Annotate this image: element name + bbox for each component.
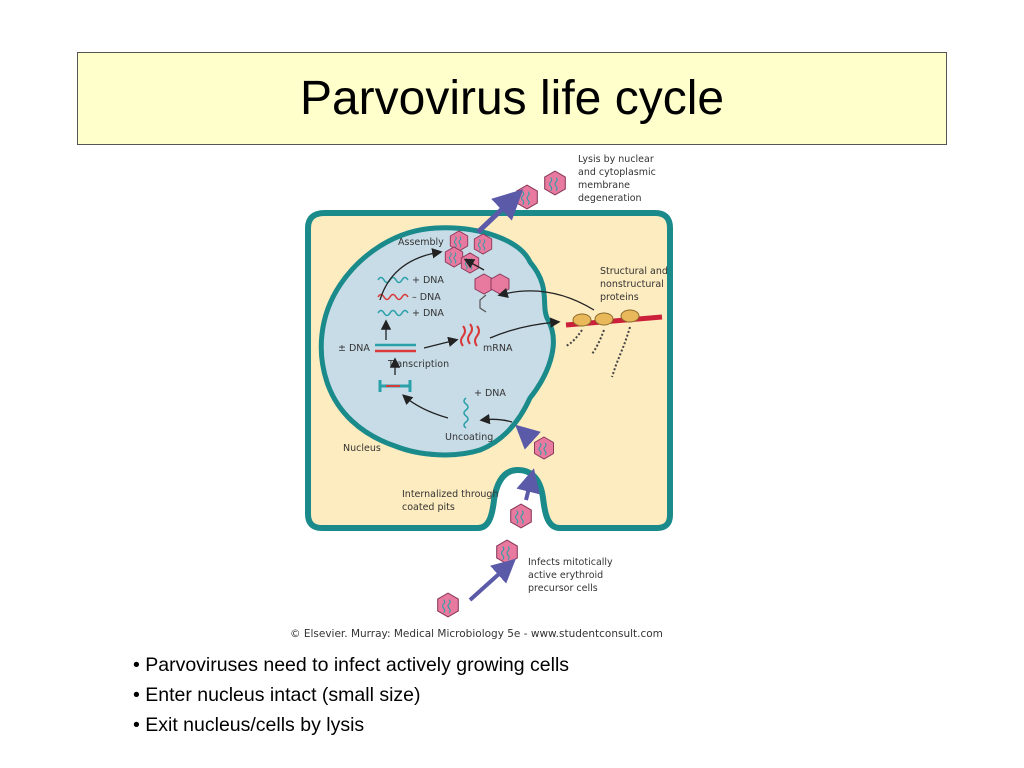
hairpin-dna-icon: [378, 380, 412, 392]
nucleus-label: Nucleus: [343, 443, 381, 454]
virion-icon: [437, 592, 459, 618]
empty-capsid-icon-2: [490, 273, 510, 295]
coiled-dna-icon: [463, 397, 469, 429]
lysis-label: Lysis by nuclear and cytoplasmic membran…: [578, 154, 656, 204]
capsid-fragment-icon: [479, 294, 487, 313]
bullet-item: • Enter nucleus intact (small size): [133, 684, 421, 706]
mrna-label: mRNA: [483, 343, 513, 354]
svg-text:coated pits: coated pits: [402, 502, 455, 513]
bullet-list: • Parvoviruses need to infect actively g…: [133, 650, 569, 740]
svg-text:Internalized through: Internalized through: [402, 489, 498, 500]
transcription-label: Transcription: [387, 359, 449, 370]
virion-icon: [510, 503, 532, 529]
plus-dna-coil-icon: [377, 276, 409, 284]
svg-text:membrane: membrane: [578, 180, 630, 191]
plus-dna-label-1: + DNA: [412, 275, 444, 286]
minus-dna-coil-icon: [377, 293, 409, 301]
virus-movement-arrows: [468, 189, 541, 602]
structural-proteins-label: Structural and nonstructural proteins: [600, 266, 668, 303]
svg-text:Lysis by nuclear: Lysis by nuclear: [578, 154, 654, 165]
svg-text:nonstructural: nonstructural: [600, 279, 664, 290]
empty-capsid-icon: [474, 273, 494, 295]
svg-text:Infects mitotically: Infects mitotically: [528, 557, 613, 568]
virion-icon: [516, 184, 538, 210]
slide-title: Parvovirus life cycle: [299, 72, 725, 125]
svg-text:degeneration: degeneration: [578, 193, 642, 204]
svg-text:and cytoplasmic: and cytoplasmic: [578, 167, 656, 178]
svg-text:active erythroid: active erythroid: [528, 570, 603, 581]
virion-icon: [460, 252, 480, 274]
minus-dna-label: – DNA: [412, 292, 441, 303]
virion-icon: [444, 246, 464, 268]
virion-icon: [473, 233, 493, 255]
infects-label: Infects mitotically active erythroid pre…: [528, 557, 613, 594]
plus-dna-label-2: + DNA: [412, 308, 444, 319]
internalized-label: Internalized through coated pits: [402, 489, 498, 513]
title-box: Parvovirus life cycle: [77, 52, 947, 145]
process-arrows: [379, 248, 595, 425]
bullet-item: • Parvoviruses need to infect actively g…: [133, 654, 570, 676]
virion-icon: [544, 170, 566, 196]
svg-text:precursor cells: precursor cells: [528, 583, 598, 594]
uncoating-label: Uncoating: [445, 432, 493, 443]
pm-dna-label: ± DNA: [338, 343, 370, 354]
virion-icon: [534, 436, 554, 460]
plus-dna-label-3: + DNA: [474, 388, 506, 399]
ds-dna-icon: [375, 343, 416, 353]
credit-line: © Elsevier. Murray: Medical Microbiology…: [290, 628, 663, 640]
protein-synthesis-icon: [565, 309, 663, 378]
bullet-item: • Exit nucleus/cells by lysis: [133, 714, 365, 736]
assembly-label: Assembly: [398, 237, 444, 248]
nucleus: [318, 225, 556, 458]
mrna-icon: [460, 323, 480, 347]
svg-text:proteins: proteins: [600, 292, 639, 303]
svg-text:Structural and: Structural and: [600, 266, 668, 277]
plus-dna-coil-icon-2: [377, 309, 409, 317]
virion-icon: [496, 539, 518, 565]
